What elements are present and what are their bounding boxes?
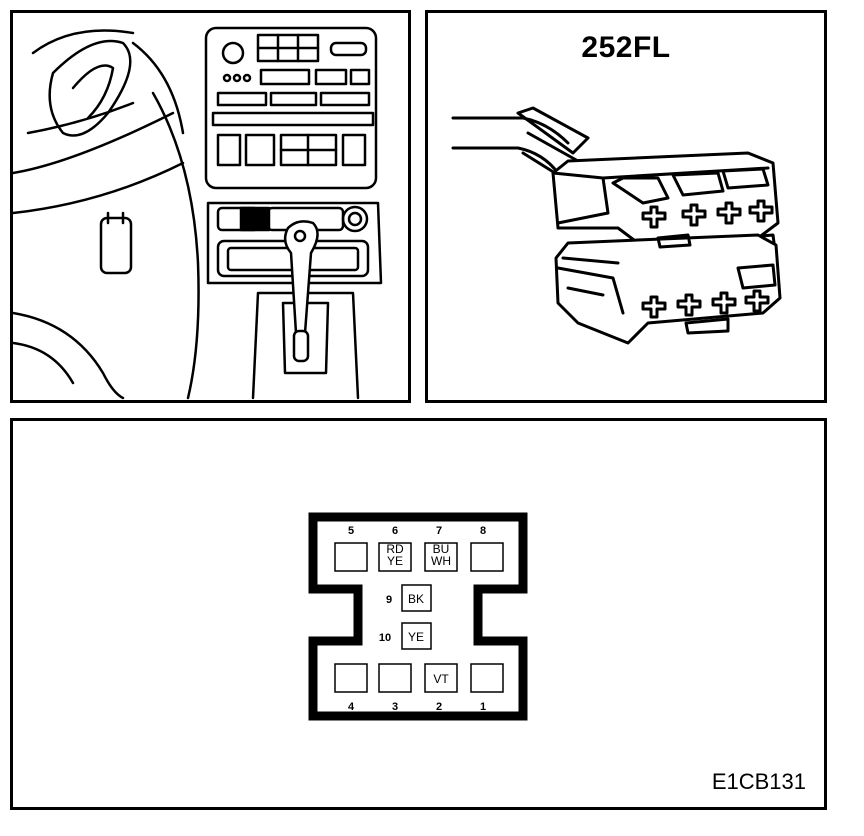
- connector-panel: 252FL: [425, 10, 827, 403]
- pin-wire-9: BK: [408, 592, 424, 606]
- pin-cavity-3: [378, 663, 412, 693]
- pin-number-2: 2: [436, 701, 442, 713]
- pin-number-8: 8: [480, 525, 486, 537]
- pin-wire-10: YE: [408, 630, 424, 644]
- connector-title: 252FL: [581, 31, 671, 64]
- pin-number-10: 10: [379, 632, 391, 644]
- pin-cavity-4: [334, 663, 368, 693]
- pin-number-4: 4: [348, 701, 355, 713]
- pin-number-5: 5: [348, 525, 354, 537]
- dashboard-location-illustration: [13, 26, 383, 400]
- pin-cavity-2: [424, 663, 458, 693]
- location-panel: [10, 10, 411, 403]
- pin-cavity-6: [378, 542, 412, 572]
- pin-number-9: 9: [386, 594, 392, 606]
- pin-cavity-1: [470, 663, 504, 693]
- connector-illustration: [451, 106, 782, 345]
- pin-number-6: 6: [392, 525, 398, 537]
- pin-cavity-8: [470, 542, 504, 572]
- pin-wire-2: VT: [433, 672, 449, 686]
- pin-number-7: 7: [436, 525, 442, 537]
- pin-number-1: 1: [480, 701, 486, 713]
- pin-cavity-7: [424, 542, 458, 572]
- pin-cavity-5: [334, 542, 368, 572]
- pin-cavity-9: [401, 584, 432, 612]
- diagram-reference-code: E1CB131: [711, 769, 806, 794]
- pin-number-3: 3: [392, 701, 398, 713]
- pin-cavity-10: [401, 622, 432, 650]
